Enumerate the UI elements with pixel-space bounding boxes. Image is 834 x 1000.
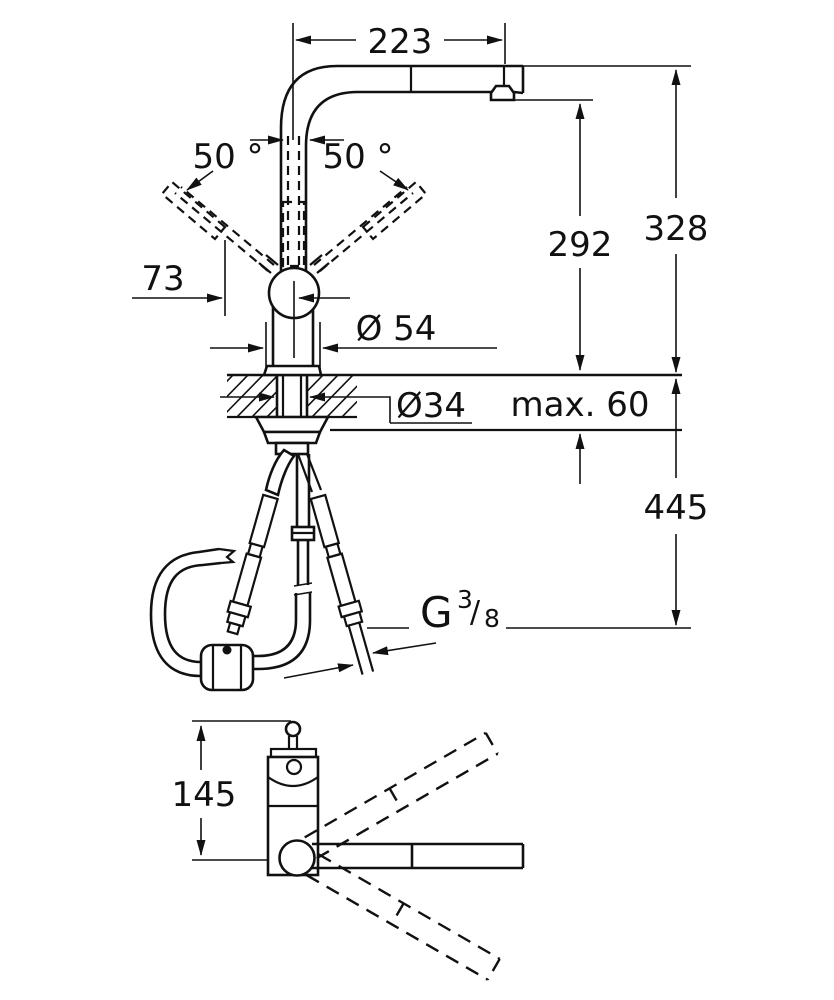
dim-below-deck-label: 445 — [644, 488, 709, 528]
dim-max-thickness-label: max. 60 — [511, 385, 650, 425]
dim-spout-reach-label: 223 — [368, 22, 433, 62]
counter-hatching — [227, 376, 357, 417]
hose-loop-outer — [149, 547, 220, 678]
faucet-side-view — [160, 64, 525, 377]
thread-arrow-right — [372, 642, 437, 656]
spout-outer-bend — [279, 64, 338, 129]
pullout-hose-upper — [296, 540, 310, 585]
hose-loop-inner — [163, 561, 222, 664]
dim-top-view-depth-label: 145 — [172, 775, 237, 815]
body-dome-arc — [267, 776, 319, 788]
thread-arrow-left — [283, 663, 354, 679]
top-view — [266, 720, 525, 981]
supply-hose-right — [309, 493, 375, 675]
dim-50L-arrow-lever — [186, 170, 214, 191]
thread-end-pipe — [347, 622, 375, 675]
base-flange — [262, 364, 323, 377]
thread-callout: G 3 / 8 — [283, 585, 500, 679]
dim-50R-arrow-lever — [379, 170, 409, 191]
dim-swivel-left-label: 50 ° — [192, 137, 263, 177]
thread-denominator-label: 8 — [484, 604, 500, 633]
hose-weight-screw — [222, 645, 232, 655]
shank-outer — [275, 375, 309, 417]
braided-segment — [231, 552, 263, 608]
spout-swivel-up-position — [304, 731, 499, 860]
thread-g-label: G — [420, 588, 453, 637]
hose-nut-2 — [342, 610, 364, 628]
pullout-head-joint — [409, 66, 506, 92]
mousseur — [489, 84, 516, 102]
thread-slash-label: / — [470, 595, 481, 630]
lever-pin-circle — [284, 720, 302, 738]
spout-swivel-down-position — [306, 853, 501, 981]
ext-top-view-depth — [192, 720, 291, 861]
mounting-nut — [253, 415, 331, 434]
hose-tip — [226, 621, 242, 636]
lever-vertical-position — [281, 136, 306, 268]
thread-numerator-label: 3 — [457, 585, 473, 614]
dim-swivel-right-label: 50 ° — [322, 137, 393, 177]
cartridge-circle — [285, 758, 303, 776]
pullout-hose-and-weight — [149, 547, 312, 692]
hose-guide-elbow — [264, 448, 296, 497]
lever-right-position — [313, 180, 428, 272]
spout-inner-bend — [304, 90, 359, 147]
dim-lever-offset-label: 73 — [141, 259, 184, 299]
lever-left-position — [160, 180, 275, 272]
hose-cut-end — [218, 547, 237, 565]
center-guide-pipe — [295, 454, 311, 527]
dim-34-leader — [388, 396, 472, 424]
mounting-washer — [262, 430, 322, 445]
dim-hole-diameter-label: Ø34 — [396, 386, 466, 426]
dimension-annotations: 223 50 ° 50 ° 73 Ø 54 Ø34 max. 60 292 32… — [132, 22, 709, 861]
supply-hose-left — [225, 493, 280, 636]
braided-segment — [326, 552, 357, 608]
spout-pivot-circle — [278, 839, 316, 877]
shank-inner — [281, 375, 303, 417]
hose-elbow-inner — [253, 593, 312, 671]
under-counter-assembly — [253, 375, 331, 596]
hose-weight-lines — [211, 646, 243, 689]
spout-bottom-line — [358, 90, 524, 95]
ball-shoulder-ticks — [258, 254, 330, 274]
dim-outlet-height-label: 292 — [548, 225, 613, 265]
spout-top-view — [312, 842, 525, 870]
hose-elbow-outer — [253, 593, 298, 658]
lever-pin-stem — [287, 736, 299, 749]
braided-segment — [248, 493, 280, 549]
ext-base-diameter — [265, 322, 321, 371]
dim-total-height-label: 328 — [644, 209, 709, 249]
dim-base-diameter-label: Ø 54 — [356, 309, 437, 349]
